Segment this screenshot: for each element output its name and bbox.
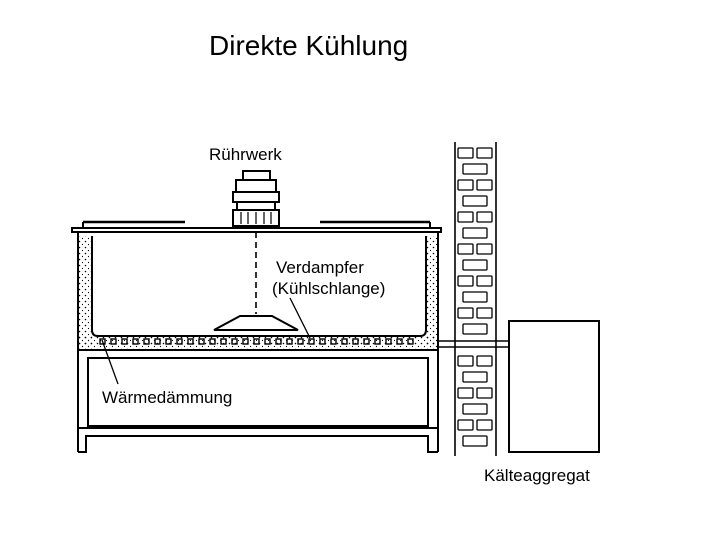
tank xyxy=(71,220,442,452)
page-title: Direkte Kühlung xyxy=(209,30,409,61)
refrigeration-unit-box xyxy=(508,320,600,453)
stand xyxy=(78,427,438,453)
label-stirrer: Rührwerk xyxy=(209,145,282,164)
brick-wall xyxy=(454,142,497,456)
refrigerant-pipe xyxy=(438,340,510,348)
label-refrigeration-unit: Kälteaggregat xyxy=(484,466,590,485)
insulation-panel xyxy=(87,357,429,427)
evaporator-coil xyxy=(99,338,414,345)
label-insulation: Wärmedämmung xyxy=(102,388,233,407)
label-evaporator-line1: Verdampfer xyxy=(276,258,364,277)
stirrer xyxy=(213,170,299,331)
label-evaporator-line2: (Kühlschlange) xyxy=(272,279,386,298)
leader-lines xyxy=(101,297,311,385)
